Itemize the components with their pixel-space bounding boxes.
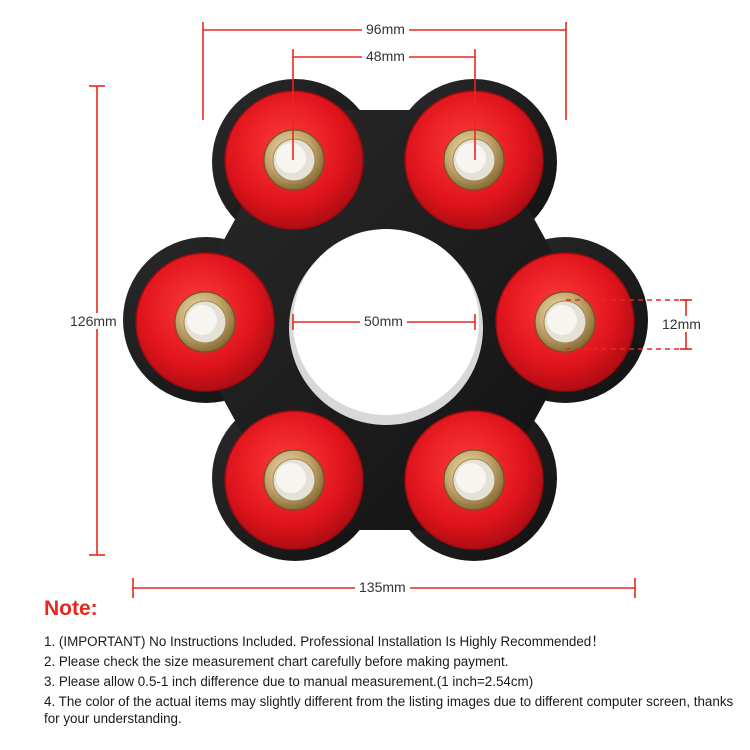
rubber-bushing-top-right <box>404 90 544 230</box>
notes-list: 1. (IMPORTANT) No Instructions Included.… <box>44 633 734 730</box>
note-item: 2. Please check the size measurement cha… <box>44 654 509 669</box>
height-label: 126mm <box>66 313 121 329</box>
center-hole-label: 50mm <box>360 313 407 329</box>
outer-width-label: 96mm <box>362 21 409 37</box>
note-item: 1. (IMPORTANT) No Instructions Included.… <box>44 634 605 649</box>
note-item: 3. Please allow 0.5-1 inch difference du… <box>44 674 534 689</box>
rubber-bushing-top-left <box>224 90 364 230</box>
overall-width-label: 135mm <box>355 579 410 595</box>
note-item: 4. The color of the actual items may sli… <box>44 694 734 726</box>
hole-spacing-label: 48mm <box>362 48 409 64</box>
bushing-hole-label: 12mm <box>658 316 705 332</box>
note-heading: Note: <box>44 597 98 620</box>
rubber-bushing-bottom-right <box>404 410 544 550</box>
rubber-bushing-right <box>495 252 635 392</box>
flex-disc-product-image <box>89 22 692 598</box>
rubber-bushing-bottom-left <box>224 410 364 550</box>
rubber-bushing-left <box>135 252 275 392</box>
